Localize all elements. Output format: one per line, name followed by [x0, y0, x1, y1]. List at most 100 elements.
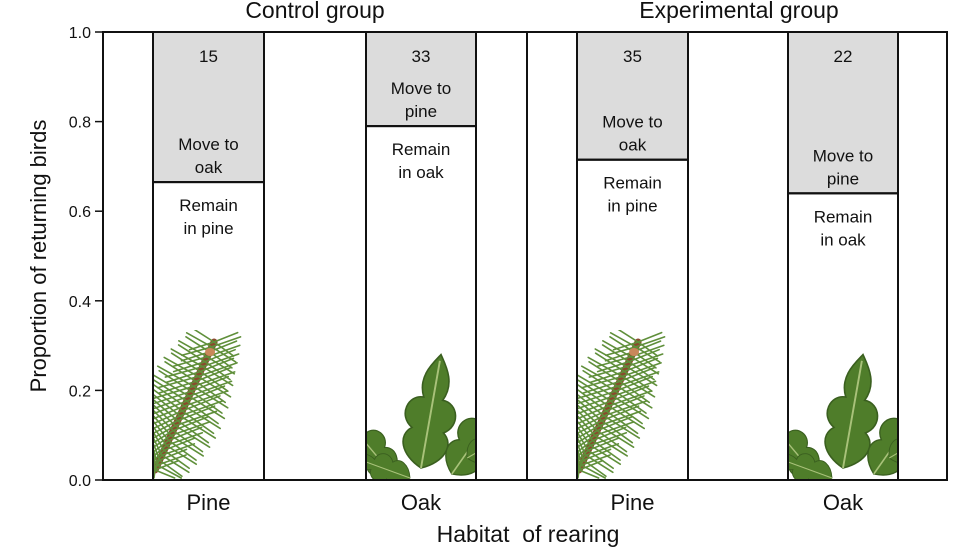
- pine-needle: [621, 375, 656, 398]
- pine-needle: [213, 341, 235, 357]
- pine-needle: [578, 449, 589, 462]
- pine-needle: [587, 437, 620, 452]
- bar-move-label: Move to: [602, 113, 662, 132]
- bar-move-label: oak: [619, 136, 647, 155]
- y-tick-label: 0.2: [69, 383, 91, 400]
- bar-count-label: 35: [623, 47, 642, 66]
- pine-sprig-icon: [154, 330, 242, 479]
- pine-needle: [598, 424, 635, 449]
- pine-needle: [634, 336, 666, 348]
- oak-leaf-vein: [789, 456, 833, 479]
- bar-remain-label: in oak: [820, 230, 866, 249]
- pine-needle: [158, 459, 183, 478]
- pine-needle: [167, 439, 197, 461]
- pine-needle: [158, 380, 197, 394]
- pine-needle: [172, 355, 209, 368]
- pine-needle: [589, 444, 622, 466]
- bar-remain-label: in pine: [183, 219, 233, 238]
- pine-needle: [578, 429, 598, 444]
- pine-needle: [578, 410, 598, 432]
- bar-move-label: Move to: [178, 135, 238, 154]
- oak-leaf: [824, 353, 879, 469]
- pine-needle: [637, 331, 663, 343]
- pine-needle: [607, 390, 653, 407]
- pine-needle: [619, 380, 650, 404]
- pine-needle: [174, 424, 211, 449]
- x-category-label: Oak: [823, 490, 864, 515]
- bar-remain-outline: [152, 181, 265, 482]
- pine-needle: [170, 434, 205, 457]
- pine-needle: [578, 454, 587, 466]
- pine-needle: [154, 454, 163, 466]
- pine-needle: [172, 360, 206, 373]
- pine-needle: [154, 421, 170, 442]
- bar-remain-label: Remain: [179, 196, 238, 215]
- pine-needle: [156, 375, 199, 389]
- pine-needle: [617, 330, 639, 343]
- oak-leaf-blade: [402, 353, 457, 469]
- pine-needle: [163, 449, 190, 470]
- oak-leaf-blade: [789, 453, 833, 479]
- pine-needle: [578, 394, 605, 417]
- pine-needle: [588, 365, 628, 378]
- pine-needle: [578, 400, 612, 415]
- pine-needle: [589, 370, 626, 384]
- y-axis-label: Proportion of returning birds: [26, 120, 51, 393]
- y-tick-label: 0.6: [69, 204, 91, 221]
- pine-needle: [154, 424, 177, 439]
- pine-needle: [587, 449, 614, 470]
- bar-move-segment: [152, 31, 265, 184]
- oak-leaf-blade: [867, 393, 897, 476]
- oak-leaf-vein: [367, 456, 411, 479]
- pine-needle: [206, 355, 236, 375]
- pine-needle: [596, 429, 628, 453]
- bar-count-label: 15: [199, 47, 218, 66]
- pine-needle: [580, 464, 606, 479]
- pine-needle: [154, 399, 179, 422]
- oak-leaf-blade: [824, 353, 879, 469]
- pine-needle: [578, 424, 601, 439]
- bar-remain-label: Remain: [603, 174, 662, 193]
- pine-needle: [165, 444, 198, 466]
- bar-move-label: oak: [195, 158, 223, 177]
- pine-needle: [582, 448, 612, 461]
- bar-remain-label: Remain: [392, 140, 451, 159]
- pine-needle: [578, 469, 600, 479]
- x-axis-label: Habitat of rearing: [437, 521, 620, 547]
- pine-needle: [158, 448, 188, 461]
- pine-needle: [156, 454, 187, 466]
- pine-needle: [603, 400, 648, 417]
- pine-needle: [154, 410, 184, 425]
- bar-remain-outline: [365, 125, 477, 482]
- bar-remain-outline: [787, 192, 899, 481]
- pine-needle: [180, 351, 211, 362]
- oak-leaves-icon: [367, 353, 475, 479]
- pine-needle: [578, 390, 617, 405]
- bar-count-label: 33: [412, 47, 431, 66]
- pine-needle: [163, 437, 196, 452]
- oak-leaf: [367, 453, 411, 479]
- pine-needle: [154, 410, 174, 432]
- pine-needle: [603, 415, 641, 439]
- pine-needle: [578, 415, 596, 437]
- pine-needle: [596, 360, 630, 373]
- pine-needle: [204, 360, 231, 381]
- y-tick-label: 0.8: [69, 115, 91, 132]
- pine-needle: [154, 394, 181, 417]
- group-title: Experimental group: [639, 0, 838, 23]
- pine-needle: [578, 444, 592, 457]
- pine-needle: [605, 346, 637, 357]
- pine-needle: [580, 365, 619, 388]
- pine-needle: [154, 434, 172, 448]
- pine-needle: [154, 469, 176, 479]
- pine-needle: [154, 464, 159, 475]
- pine-needle: [154, 390, 193, 405]
- pine-needle: [630, 355, 660, 375]
- pine-needle: [154, 385, 195, 400]
- pine-needle: [176, 419, 210, 444]
- pine-needle: [612, 380, 657, 397]
- pine-needle: [582, 459, 607, 478]
- bar-move-label: pine: [827, 169, 859, 188]
- pine-needle: [578, 421, 594, 442]
- pine-needle: [578, 379, 612, 402]
